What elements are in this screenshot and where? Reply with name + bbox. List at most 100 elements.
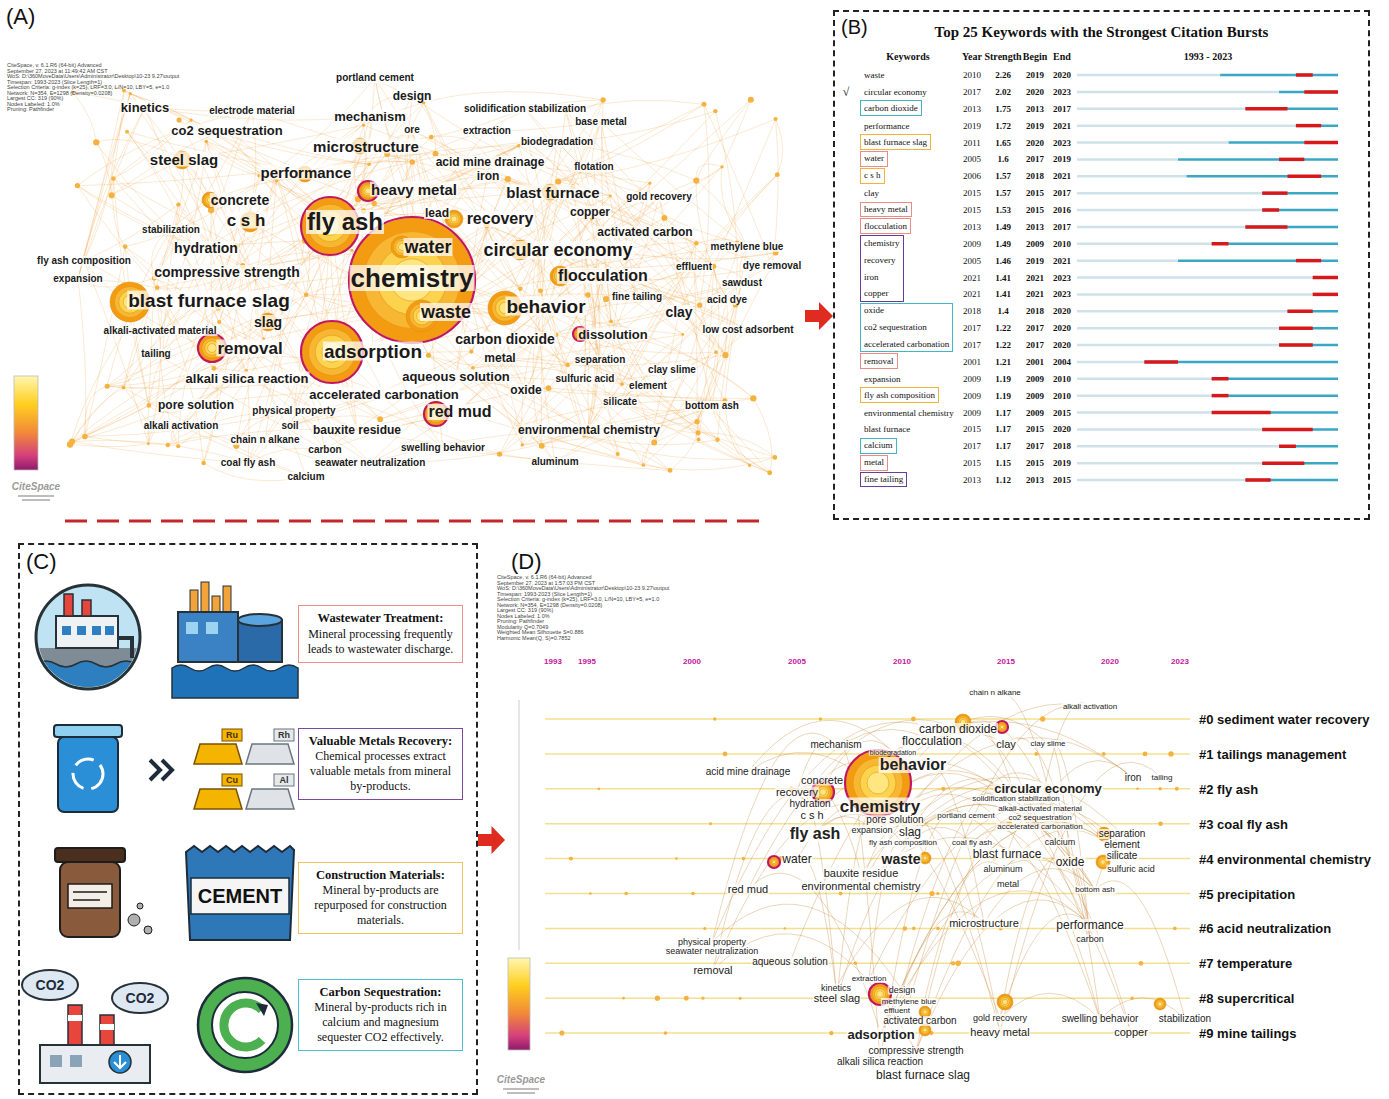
network-keyword: sawdust [721, 278, 763, 288]
metal-bars-icon [194, 729, 294, 809]
network-dot [664, 1031, 668, 1035]
table-cell: 2021 [1053, 172, 1071, 181]
network-dot [620, 382, 624, 386]
treatment-plant-icon-part [190, 590, 198, 612]
panel-title: Top 25 Keywords with the Strongest Citat… [835, 24, 1368, 41]
burst-bar [1262, 191, 1287, 195]
box-heading: Valuable Metals Recovery: [304, 734, 457, 750]
table-cell: 2018 [1026, 172, 1044, 181]
timeline-keyword: clay [995, 739, 1017, 750]
timeline-keyword: sulfuric acid [1106, 865, 1156, 874]
network-keyword: oxide [509, 384, 542, 396]
network-keyword: silicate [602, 397, 638, 407]
keyword-node [922, 1009, 929, 1016]
keyword-node [998, 723, 1006, 731]
timeline-keyword: compressive strength [867, 1046, 964, 1056]
network-link [558, 119, 775, 182]
network-keyword: carbon [307, 445, 342, 455]
wastewater-icon-part [62, 626, 71, 635]
color-scale [14, 376, 530, 1050]
icon-label: CEMENT [198, 886, 282, 906]
treatment-plant-icon-part [201, 582, 209, 612]
timeline-keyword: gold recovery [972, 1014, 1028, 1023]
network-dot [748, 97, 754, 103]
table-cell: 1.46 [995, 256, 1011, 265]
color-scale-part [519, 700, 520, 950]
table-cell: 2018 [1026, 307, 1044, 316]
table-cell: 2020 [1053, 425, 1071, 434]
table-keyword: performance [864, 121, 909, 130]
table-cell: 1.49 [995, 239, 1011, 248]
treatment-plant-icon [172, 582, 298, 698]
table-cell: 1.19 [995, 374, 1011, 383]
network-keyword: low cost adsorbent [701, 325, 794, 335]
wastewater-icon [36, 585, 156, 700]
keyword-box: carbon dioxide [860, 100, 922, 116]
network-dot [684, 996, 689, 1001]
icon-label: Cu [226, 776, 238, 785]
timeline-bar [1077, 209, 1262, 212]
network-dot [147, 442, 150, 445]
timeline-bar [1077, 141, 1229, 144]
network-dot [1143, 751, 1148, 756]
recycle-bin-icon-part [58, 737, 118, 812]
network-keyword: blast furnace slag [127, 291, 291, 310]
network-dot [589, 892, 591, 894]
timeline-keyword: accelerated carbonation [996, 823, 1083, 831]
burst-ring [768, 856, 780, 868]
cluster-label: #5 precipitation [1199, 887, 1295, 900]
table-cell: 2006 [963, 172, 981, 181]
burst-bar [1212, 394, 1229, 398]
timeline-bar [1262, 209, 1338, 212]
network-dot [622, 997, 625, 1000]
panel: (C)Wastewater Treatment:Mineral processi… [18, 543, 478, 1095]
keyword-stack: heavy metal [864, 201, 908, 218]
burst-bar [1296, 73, 1313, 77]
table-cell: 1.65 [995, 138, 1011, 147]
network-keyword: water [403, 238, 452, 256]
network-dot [69, 438, 75, 444]
table-keyword: clay [864, 189, 879, 198]
network-link [78, 91, 124, 279]
burst-ring [349, 217, 475, 343]
network-keyword: biodegradation [520, 137, 594, 147]
carbon-cycle-icon-part [212, 992, 278, 1058]
keyword-box: flocculation [860, 218, 911, 234]
keyword: fine tailing [864, 471, 903, 488]
table-cell: 2001 [1026, 357, 1044, 366]
timeline-bar [1279, 344, 1338, 347]
network-keyword: kinetics [120, 101, 170, 114]
timeline-keyword: carbon [1075, 935, 1105, 944]
cluster-line [545, 718, 1190, 720]
timeline-keyword: seawater neutralization [665, 947, 760, 956]
treatment-plant-icon-part [212, 596, 220, 612]
keyword-node [867, 772, 889, 794]
table-cell: 1.17 [995, 408, 1011, 417]
table-cell: 2015 [1026, 206, 1044, 215]
timeline-keyword: aluminum [982, 865, 1023, 874]
panel-letter: (D) [511, 549, 542, 575]
table-cell: 2005 [963, 155, 981, 164]
keyword-node [1154, 998, 1166, 1010]
timeline-keyword: water [781, 853, 812, 865]
table-cell: 2.26 [995, 71, 1011, 80]
icon-label: CO2 [36, 978, 65, 992]
table-cell: 2017 [1053, 222, 1071, 231]
table-cell: 2021 [963, 273, 981, 282]
network-dot [912, 927, 916, 931]
network-link [70, 444, 148, 447]
network-link [596, 278, 600, 360]
network-dot [839, 892, 843, 896]
timeline-bar [1245, 226, 1338, 229]
keyword-stack: calcium [864, 437, 893, 454]
wastewater-icon-part-part [36, 661, 156, 700]
co2-factory-icon-part [100, 1015, 114, 1045]
cluster-label: #0 sediment water recovery [1199, 713, 1370, 726]
network-link [125, 171, 275, 247]
watermark-logo-part [503, 1088, 539, 1090]
network-link [77, 171, 275, 186]
timeline-bar [1178, 158, 1338, 161]
network-dot [750, 395, 756, 401]
table-cell: 2009 [963, 374, 981, 383]
network-link [696, 167, 722, 181]
